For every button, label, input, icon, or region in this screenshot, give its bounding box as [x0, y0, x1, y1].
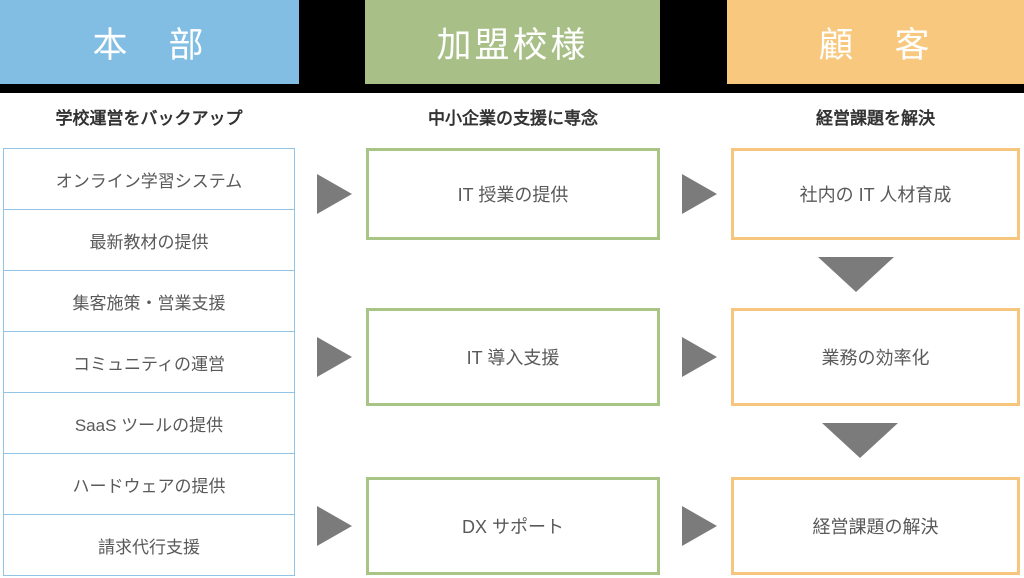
right-arrow-icon	[682, 337, 717, 377]
down-arrow-icon	[822, 423, 898, 458]
subtitle-franchise-schools: 中小企業の支援に専念	[428, 109, 598, 128]
list-item: ハードウェアの提供	[4, 453, 294, 514]
franchise-box-it-introduction: IT 導入支援	[366, 308, 660, 406]
column-header-franchise-schools: 加盟校様	[365, 0, 660, 84]
header-strip: 本 部 加盟校様 顧 客	[0, 0, 1024, 93]
column-header-customers-label: 顧 客	[818, 25, 933, 65]
franchise-box-dx-support: DX サポート	[366, 477, 660, 575]
column-header-customers: 顧 客	[727, 0, 1024, 84]
list-item: オンライン学習システム	[55, 171, 243, 191]
headquarters-service-list: オンライン学習システム 最新教材の提供 集客施策・営業支援 コミュニティの運営 …	[3, 148, 295, 576]
column-header-headquarters-label: 本 部	[92, 25, 207, 65]
right-arrow-icon	[682, 174, 717, 214]
column-header-headquarters: 本 部	[0, 0, 299, 84]
customer-box-it-talent: 社内の IT 人材育成	[731, 148, 1020, 240]
right-arrow-icon	[317, 337, 352, 377]
right-arrow-icon	[682, 506, 717, 546]
down-arrow-icon	[818, 257, 894, 292]
list-item: 最新教材の提供	[4, 209, 294, 270]
subtitle-customers: 経営課題を解決	[816, 109, 935, 128]
list-item: SaaS ツールの提供	[4, 392, 294, 453]
list-item: 請求代行支援	[4, 514, 294, 575]
column-header-franchise-schools-label: 加盟校様	[436, 25, 589, 65]
subtitle-headquarters: 学校運営をバックアップ	[55, 109, 243, 128]
right-arrow-icon	[317, 506, 352, 546]
franchise-box-it-classes: IT 授業の提供	[366, 148, 660, 240]
list-item: コミュニティの運営	[4, 331, 294, 392]
right-arrow-icon	[317, 174, 352, 214]
customer-box-efficiency: 業務の効率化	[731, 308, 1020, 406]
customer-box-problem-solving: 経営課題の解決	[731, 477, 1020, 575]
list-item: 集客施策・営業支援	[4, 270, 294, 331]
